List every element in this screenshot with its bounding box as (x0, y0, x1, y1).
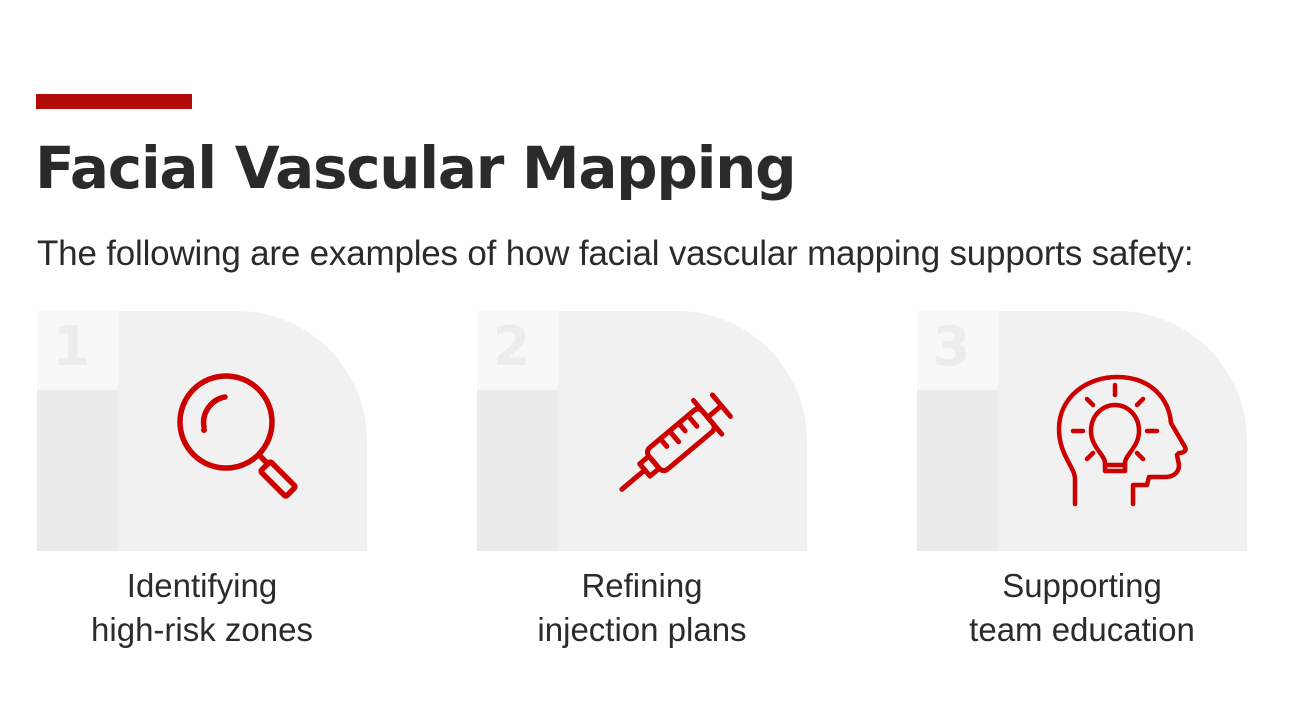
card-number-box: 2 (477, 311, 558, 390)
card-number: 3 (932, 315, 971, 378)
page-subtitle: The following are examples of how facial… (37, 234, 1194, 273)
head-lightbulb-icon (1056, 374, 1188, 507)
card-number: 2 (492, 315, 531, 378)
syringe-icon (619, 392, 733, 492)
card-number-box: 1 (37, 311, 118, 390)
page-title: Facial Vascular Mapping (35, 134, 797, 202)
card-number-box: 3 (917, 311, 998, 390)
card-supporting-team-education: 3 (917, 311, 1247, 551)
card-label: Refining injection plans (537, 567, 747, 648)
magnifying-glass-icon (177, 373, 298, 499)
card-identifying-high-risk-zones: 1 (37, 311, 367, 551)
card-number: 1 (52, 315, 91, 378)
title-accent-bar (36, 94, 192, 109)
card-refining-injection-plans: 2 (477, 311, 807, 551)
card-label: Identifying high-risk zones (91, 567, 313, 648)
card-label: Supporting team education (969, 567, 1195, 648)
